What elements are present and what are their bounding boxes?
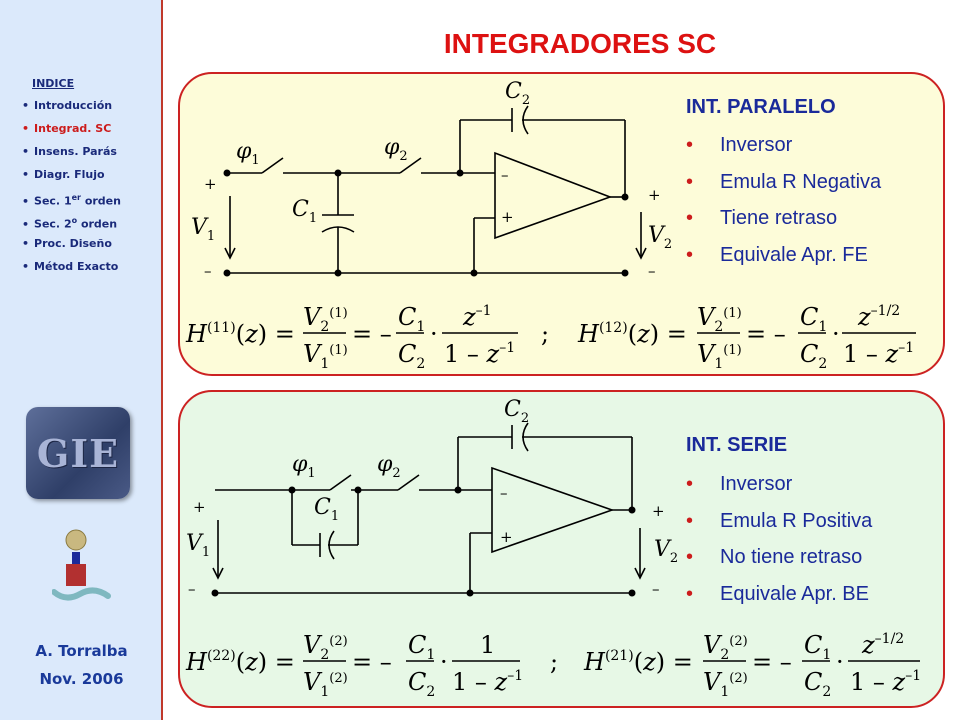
svg-text:;: ; <box>541 320 549 348</box>
svg-text:= –: = – <box>352 320 392 348</box>
svg-text:·: · <box>836 648 844 676</box>
svg-text:= –: = – <box>352 648 392 676</box>
serie-bullet: •No tiene retraso <box>686 546 863 568</box>
svg-text:1 – z–1: 1 – z–1 <box>444 340 515 368</box>
serie-bullet: •Equivale Apr. BE <box>686 582 869 605</box>
svg-text:φ2: φ2 <box>377 452 401 481</box>
svg-text:V1(1): V1(1) <box>303 340 348 372</box>
date: Nov. 2006 <box>39 670 124 688</box>
svg-text:V2(2): V2(2) <box>703 631 748 663</box>
gie-logo: GIE <box>26 407 130 499</box>
svg-text:= –: = – <box>752 648 792 676</box>
svg-text:C2: C2 <box>398 340 425 372</box>
index-item-sec2[interactable]: Sec. 2o orden <box>22 210 121 233</box>
svg-text:z–1/2: z–1/2 <box>861 631 904 659</box>
page-title: INTEGRADORES SC <box>443 28 717 59</box>
university-logo-icon <box>52 529 111 601</box>
svg-text:–: – <box>500 484 508 502</box>
svg-text:+: + <box>648 186 661 204</box>
svg-text:V1(2): V1(2) <box>703 668 748 700</box>
svg-text:C2: C2 <box>800 340 827 372</box>
svg-text:·: · <box>430 320 438 348</box>
paralelo-bullet: •Inversor <box>686 134 793 156</box>
index-item-sec1[interactable]: Sec. 1er orden <box>22 187 121 210</box>
index-item-introduccion[interactable]: Introducción <box>22 95 121 118</box>
svg-text:+: + <box>204 175 217 193</box>
svg-text:1 – z–1: 1 – z–1 <box>850 668 921 696</box>
svg-text:H(11)(z) =: H(11)(z) = <box>185 320 295 348</box>
serie-bullets: •Inversor •Emula R Positiva •No tiene re… <box>686 469 872 615</box>
svg-text:C1: C1 <box>408 631 435 663</box>
svg-text:C2: C2 <box>504 397 529 426</box>
paralelo-bullets: •Inversor •Emula R Negativa •Tiene retra… <box>686 130 881 276</box>
index-item-insens[interactable]: Insens. Parás <box>22 141 121 164</box>
svg-text:C2: C2 <box>505 79 530 108</box>
svg-text:V2(1): V2(1) <box>303 303 348 335</box>
serie-bullet: •Inversor <box>686 473 793 495</box>
serie-bullet: •Emula R Positiva <box>686 509 873 532</box>
svg-text:C1: C1 <box>800 303 827 335</box>
svg-text:V2(1): V2(1) <box>697 303 742 335</box>
svg-text:= –: = – <box>746 320 786 348</box>
svg-text:C2: C2 <box>408 668 435 700</box>
svg-text:+: + <box>500 528 513 546</box>
svg-text:·: · <box>440 648 448 676</box>
svg-text:V2: V2 <box>648 223 672 252</box>
sidebar: INDICE Introducción Integrad. SC Insens.… <box>0 0 163 720</box>
svg-text:–: – <box>188 580 196 598</box>
svg-text:1 – z–1: 1 – z–1 <box>843 340 914 368</box>
svg-text:H(12)(z) =: H(12)(z) = <box>577 320 687 348</box>
panel-serie <box>178 390 945 708</box>
index-item-metod[interactable]: Métod Exacto <box>22 256 121 279</box>
index-item-integrad[interactable]: Integrad. SC <box>22 118 121 141</box>
svg-text:+: + <box>193 498 206 516</box>
index-title[interactable]: INDICE <box>32 77 75 90</box>
paralelo-bullet: •Tiene retraso <box>686 207 838 229</box>
svg-text:C1: C1 <box>804 631 831 663</box>
svg-text:+: + <box>501 208 514 226</box>
svg-text:1: 1 <box>480 631 495 659</box>
index-list: Introducción Integrad. SC Insens. Parás … <box>22 95 121 279</box>
index-item-diagr[interactable]: Diagr. Flujo <box>22 164 121 187</box>
paralelo-bullet: •Equivale Apr. FE <box>686 243 868 266</box>
svg-text:–: – <box>501 166 509 184</box>
index-item-proc[interactable]: Proc. Diseño <box>22 233 121 256</box>
svg-text:φ1: φ1 <box>236 139 260 168</box>
svg-text:–: – <box>204 262 212 280</box>
svg-text:1 – z–1: 1 – z–1 <box>452 668 523 696</box>
svg-text:H(21)(z) =: H(21)(z) = <box>583 648 693 676</box>
svg-text:V1(1): V1(1) <box>697 340 742 372</box>
svg-text:C1: C1 <box>314 495 339 524</box>
svg-text:C1: C1 <box>292 197 317 226</box>
svg-text:–: – <box>652 580 660 598</box>
gie-logo-text: GIE <box>36 431 120 476</box>
paralelo-heading: INT. PARALELO <box>686 96 836 118</box>
author: A. Torralba <box>35 642 128 660</box>
svg-text:z–1: z–1 <box>462 303 492 331</box>
svg-text:+: + <box>652 502 665 520</box>
svg-text:V1: V1 <box>186 531 210 560</box>
svg-text:–: – <box>648 262 656 280</box>
svg-text:φ1: φ1 <box>292 452 316 481</box>
svg-text:C2: C2 <box>804 668 831 700</box>
svg-text:V2(2): V2(2) <box>303 631 348 663</box>
svg-text:φ2: φ2 <box>384 135 408 164</box>
serie-heading: INT. SERIE <box>686 434 788 456</box>
svg-text:V2: V2 <box>654 537 678 566</box>
paralelo-bullet: •Emula R Negativa <box>686 170 882 193</box>
panel-paralelo <box>178 72 945 376</box>
svg-text:z–1/2: z–1/2 <box>857 303 900 331</box>
svg-text:·: · <box>832 320 840 348</box>
svg-text:C1: C1 <box>398 303 425 335</box>
svg-text:V1(2): V1(2) <box>303 668 348 700</box>
svg-text:H(22)(z) =: H(22)(z) = <box>185 648 295 676</box>
svg-text:;: ; <box>550 648 558 676</box>
svg-text:V1: V1 <box>191 215 215 244</box>
